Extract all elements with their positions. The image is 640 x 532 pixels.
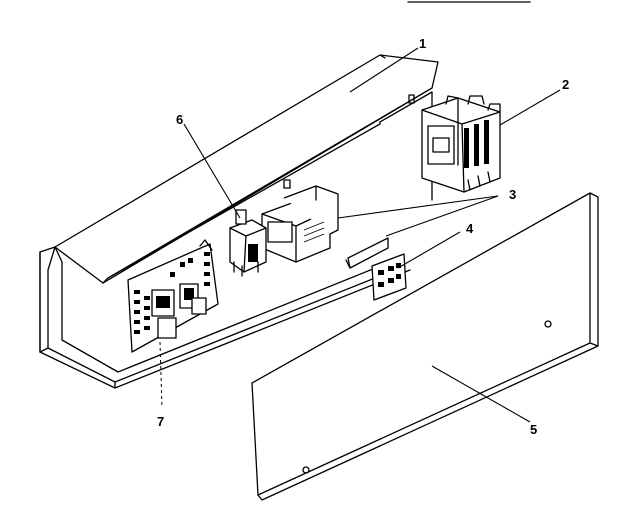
small-circuit-board [371, 253, 407, 301]
contactor [421, 95, 501, 193]
relay [229, 209, 267, 277]
callout-1: 1 [419, 36, 426, 51]
callout-leaders [159, 47, 561, 423]
callout-5: 5 [530, 422, 537, 437]
callout-6: 6 [176, 112, 183, 127]
callout-2: 2 [562, 77, 569, 92]
main-control-board [127, 239, 219, 353]
control-box-enclosure [39, 54, 439, 389]
callout-labels: 1 2 3 4 5 6 7 [157, 36, 569, 437]
transformer [261, 179, 389, 269]
callout-4: 4 [466, 221, 474, 236]
callout-3: 3 [509, 187, 516, 202]
callout-7: 7 [157, 414, 164, 429]
